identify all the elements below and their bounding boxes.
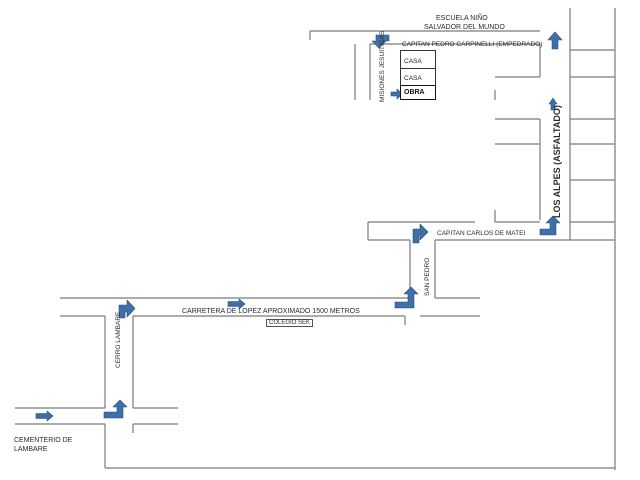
cementerio-label-line2: LAMBARE <box>14 446 48 453</box>
street-label-misiones: MISIONES JESUITICAS <box>379 30 386 102</box>
arrow-lambare-turn-north <box>103 399 128 419</box>
school-label-line2: SALVADOR DEL MUNDO <box>424 24 505 31</box>
street-label-matei: CAPITAN CARLOS DE MATEI <box>437 230 526 237</box>
school-label-line1: ESCUELA NIÑO <box>436 15 488 22</box>
obra-label: OBRA <box>404 89 425 96</box>
arrow-lambare-turn-east <box>118 299 136 319</box>
street-label-cerro-lambare: CERRO LAMBARE <box>115 311 122 368</box>
arrow-cementerio-east <box>35 410 54 422</box>
arrow-school-corner-west <box>547 31 563 50</box>
lot-label: CASA <box>404 75 422 82</box>
arrow-matei-turn-east <box>412 223 429 244</box>
arrow-obra-east <box>390 88 403 100</box>
street-label-carpinelli: CAPITAN PEDRO CARPINELLI (EMPEDRADO) <box>402 41 543 48</box>
obra-destination: OBRA <box>400 85 436 100</box>
street-label-los-alpes: LOS ALPES (ASFALTADO) <box>552 105 562 218</box>
arrow-los-alpes-turn-north <box>539 215 561 236</box>
lot-label: CASA <box>404 58 422 65</box>
road-network <box>15 8 616 470</box>
arrow-los-alpes-north <box>548 97 558 111</box>
street-label-carretera: CARRETERA DE LOPEZ APROXIMADO 1500 METRO… <box>182 308 360 315</box>
colegio-label: COLEGIO SEK <box>266 319 314 327</box>
cementerio-label-line1: CEMENTERIO DE <box>14 437 73 444</box>
lot-casa-1: CASA <box>400 50 436 70</box>
arrow-misiones-turn-south <box>371 34 390 49</box>
street-label-san-pedro: SAN PEDRO <box>424 257 431 296</box>
arrow-san-pedro-turn-north <box>394 286 419 309</box>
